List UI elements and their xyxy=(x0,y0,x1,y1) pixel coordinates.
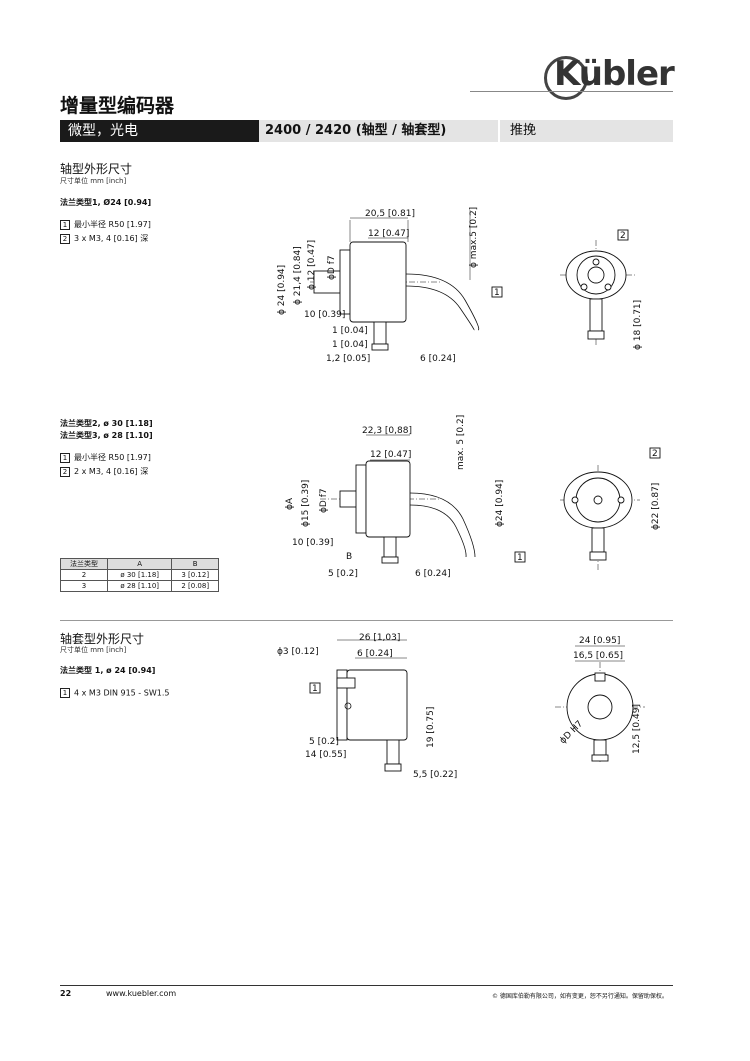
dim-d-f7-b: ϕD f7 xyxy=(319,488,329,513)
page-number: 22 xyxy=(60,989,72,998)
dim-6: 6 [0.24] xyxy=(420,354,456,364)
section2-flange-a: 法兰类型2, ø 30 [1.18] xyxy=(60,419,153,428)
header-rule xyxy=(470,91,673,92)
dim-22: ϕ22 [0.87] xyxy=(651,483,661,530)
dim-a: ϕA xyxy=(285,497,295,510)
dim-5: 5 [0.2] xyxy=(328,569,358,579)
hollow-shaft-side-view-drawing: 26 [1,03] 6 [0.24] ϕ3 [0.12] 1 5 [0.2] 1… xyxy=(277,633,457,780)
shaft-front-view-drawing: 2 ϕ 18 [0.71] xyxy=(560,229,643,350)
logo-ring-icon xyxy=(544,56,588,100)
section3-flange: 法兰类型 1, ø 24 [0.94] xyxy=(60,666,156,675)
variant-label: 推挽 xyxy=(498,120,673,142)
callout-1-c: 1 xyxy=(312,684,318,694)
dim-6-c: 6 [0.24] xyxy=(357,649,393,659)
dim-24-b: ϕ24 [0.94] xyxy=(495,480,505,527)
section3-title: 轴套型外形尺寸 xyxy=(60,632,145,646)
copyright-text: © 德国库伯勒有限公司，如有变更，恕不另行通知。保留助保权。 xyxy=(492,993,668,1000)
table-row: 2 ø 30 [1.18] 3 [0.12] xyxy=(59,569,219,581)
hollow-shaft-front-view-drawing: 24 [0.95] 16,5 [0.65] ϕD H7 12,5 [0.49] xyxy=(555,636,645,762)
dim-b: B xyxy=(346,552,352,562)
dim-10-b: 10 [0.39] xyxy=(292,538,333,548)
page-title: 增量型编码器 xyxy=(60,95,175,117)
callout-1: 1 xyxy=(494,288,500,298)
section1-flange: 法兰类型1, Ø24 [0.94] xyxy=(60,198,152,207)
shaft-side-view-drawing: 20,5 [0.81] 12 [0.47] ϕ 21,4 [0.84] ϕ 12… xyxy=(277,207,503,364)
dim-12: 12 [0.47] xyxy=(368,229,409,239)
dim-1-b: 1 [0.04] xyxy=(332,340,368,350)
dim-6-b: 6 [0.24] xyxy=(415,569,451,579)
table-header-row: 法兰类型 A B xyxy=(59,558,219,570)
section1-unit: 尺寸单位 mm [inch] xyxy=(60,177,127,185)
dim-21-4: ϕ 21,4 [0.84] xyxy=(293,246,303,305)
section1-title: 轴型外形尺寸 xyxy=(60,162,133,176)
kuebler-logo: Kübler xyxy=(544,54,675,100)
model-label: 2400 / 2420 (轴型 / 轴套型) xyxy=(259,120,498,142)
callout-1-b: 1 xyxy=(517,553,523,563)
dim-16-5: 16,5 [0.65] xyxy=(573,651,623,661)
flange-side-view-drawing: 22,3 [0,88] 12 [0.47] max. 5 [0.2] ϕA ϕ1… xyxy=(285,415,526,579)
dim-5-c: 5 [0.2] xyxy=(309,737,339,747)
category-label: 微型，光电 xyxy=(60,120,259,142)
dim-12-5: 12,5 [0.49] xyxy=(632,704,642,754)
dim-12-dia: ϕ 12 [0.47] xyxy=(307,240,317,290)
dim-15: ϕ15 [0.39] xyxy=(301,480,311,527)
dim-24: ϕ 24 [0.94] xyxy=(277,265,287,315)
product-bar: 微型，光电 2400 / 2420 (轴型 / 轴套型) 推挽 xyxy=(60,120,673,142)
dim-1-a: 1 [0.04] xyxy=(332,326,368,336)
footer-rule xyxy=(60,985,673,986)
dim-20-5: 20,5 [0.81] xyxy=(365,209,415,219)
dim-d-f7: ϕD f7 xyxy=(327,255,337,280)
section2-flange-b: 法兰类型3, ø 28 [1.10] xyxy=(60,431,153,440)
dim-18: ϕ 18 [0.71] xyxy=(633,300,643,350)
dim-10: 10 [0.39] xyxy=(304,310,345,320)
website-link[interactable]: www.kuebler.com xyxy=(106,989,177,998)
dim-max-5-b: max. 5 [0.2] xyxy=(456,415,466,470)
section3-unit: 尺寸单位 mm [inch] xyxy=(60,646,127,654)
callout-2: 2 xyxy=(620,231,626,241)
dim-12-b: 12 [0.47] xyxy=(370,450,411,460)
table-row: 3 ø 28 [1.10] 2 [0.08] xyxy=(59,580,219,592)
flange-table: 法兰类型 A B 2 ø 30 [1.18] 3 [0.12] 3 ø 28 [… xyxy=(59,558,219,592)
flange-front-view-drawing: 2 ϕ22 [0.87] xyxy=(560,447,661,570)
dim-19: 19 [0.75] xyxy=(426,707,436,748)
dim-3: ϕ3 [0.12] xyxy=(277,647,319,657)
callout-2-b: 2 xyxy=(652,449,658,459)
dim-22-3: 22,3 [0,88] xyxy=(362,426,412,436)
dim-14: 14 [0.55] xyxy=(305,750,346,760)
section-divider xyxy=(60,620,673,621)
dim-24-c: 24 [0.95] xyxy=(579,636,620,646)
dim-5-5: 5,5 [0.22] xyxy=(413,770,457,780)
dim-26: 26 [1,03] xyxy=(359,633,400,643)
dim-max-5: ϕ max.5 [0.2] xyxy=(469,207,479,268)
dim-1-2: 1,2 [0.05] xyxy=(326,354,370,364)
